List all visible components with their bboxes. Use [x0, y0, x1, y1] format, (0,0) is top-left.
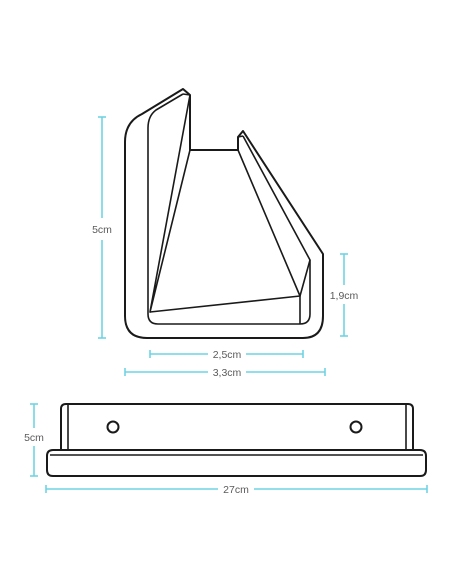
- profile-top-edge: [182, 93, 191, 96]
- profile-inner-height-dimension: 1,9cm: [330, 253, 359, 337]
- front-height-label: 5cm: [24, 432, 44, 444]
- profile-height-label: 5cm: [92, 224, 112, 236]
- profile-lip-top: [237, 135, 244, 138]
- profile-floor-face: [149, 295, 301, 324]
- front-view: [46, 403, 427, 477]
- front-mounting-hole-right: [349, 420, 363, 434]
- profile-outer-width-dimension: 3,3cm: [124, 367, 326, 379]
- front-base-lip: [46, 449, 427, 477]
- profile-outline: [124, 88, 324, 339]
- profile-inner-contour: [147, 93, 311, 325]
- profile-inner-height-label: 1,9cm: [330, 290, 359, 302]
- profile-inner-width-label: 2,5cm: [213, 349, 242, 361]
- front-mounting-hole-left: [106, 420, 120, 434]
- front-length-dimension: 27cm: [45, 484, 428, 496]
- profile-inner-width-dimension: 2,5cm: [149, 349, 304, 361]
- profile-height-dimension: 5cm: [92, 116, 112, 339]
- profile-view: [124, 88, 324, 339]
- front-height-dimension: 5cm: [24, 403, 44, 477]
- profile-outer-width-label: 3,3cm: [213, 367, 242, 379]
- front-length-label: 27cm: [223, 484, 249, 496]
